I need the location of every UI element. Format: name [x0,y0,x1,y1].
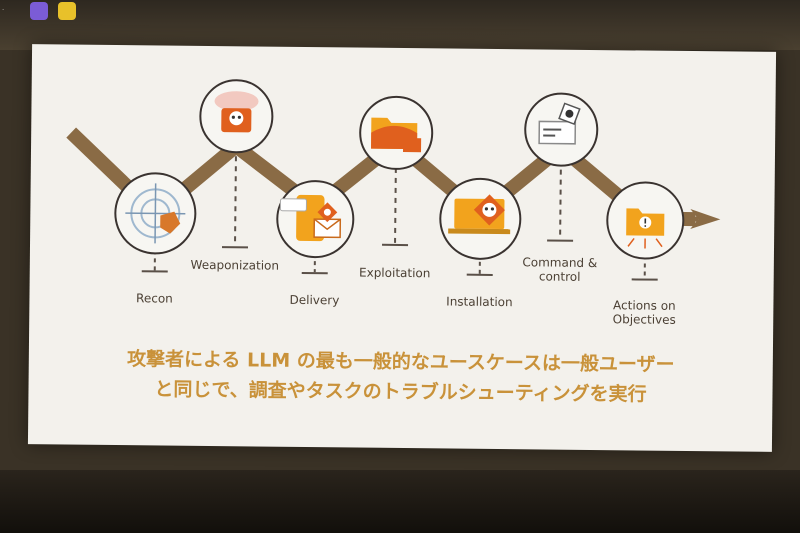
screen-top-edge [0,0,800,50]
stage-label-weaponization: Weaponization [190,257,280,273]
folder-exploit-icon [371,117,422,153]
projected-slide: Recon Weaponization Delivery Exploitatio… [27,44,777,452]
stage-label-exploitation: Exploitation [358,265,431,281]
stage-label-recon: Recon [136,291,173,306]
app-icon-purple[interactable] [30,2,48,20]
stage-label-delivery: Delivery [289,292,340,308]
phone-envelope-icon [279,194,342,242]
skull-lock-icon [214,91,259,133]
screen-bottom-edge [0,470,800,533]
terminal-skull-icon [538,102,581,145]
target-icon [125,183,186,244]
stage-label-command: Command & control [522,255,598,284]
arrow-head-icon [690,209,721,230]
laptop-skull-icon [448,194,511,235]
stage-label-actions: Actions on Objectives [612,298,676,327]
kill-chain-diagram [66,79,721,281]
alert-folder-icon [626,208,665,249]
folder-icon[interactable] [58,2,76,20]
corner-text: · [2,6,5,14]
stage-label-installation: Installation [446,294,513,310]
